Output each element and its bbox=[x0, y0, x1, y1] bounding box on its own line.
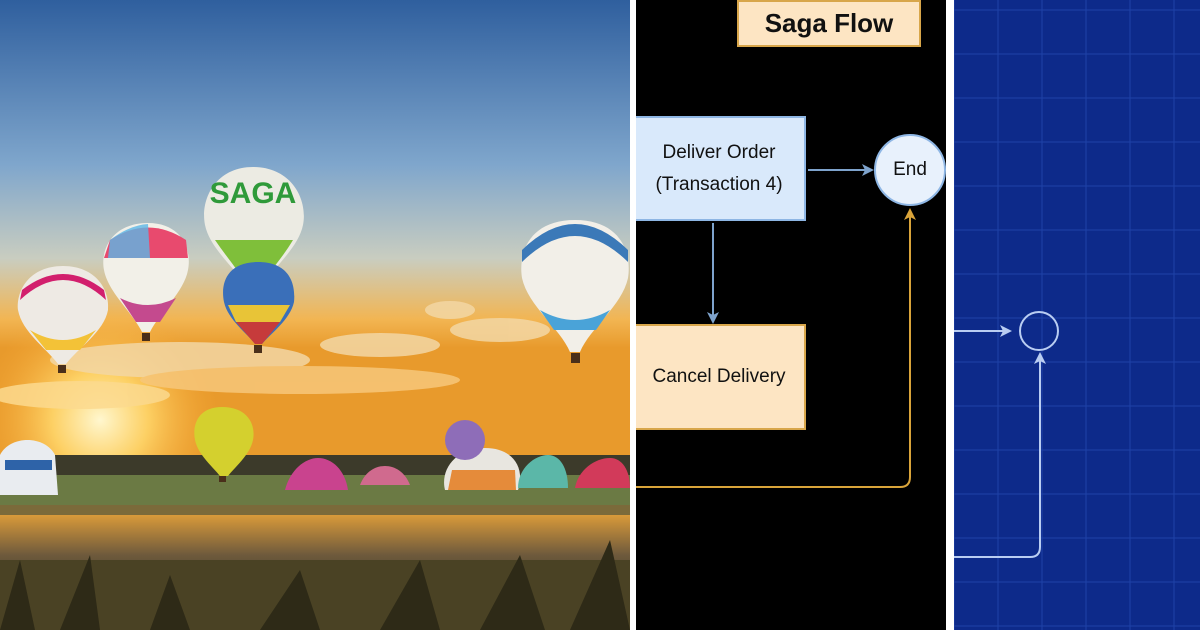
ground-balloons bbox=[0, 420, 630, 495]
end-label: End bbox=[893, 159, 927, 180]
saga-balloon-text: SAGA bbox=[210, 177, 297, 210]
blueprint-panel bbox=[954, 0, 1200, 630]
balloon-striped bbox=[223, 262, 295, 353]
cancel-delivery-node: Cancel Delivery bbox=[636, 324, 806, 430]
balloon-scene: SAGA bbox=[0, 0, 630, 630]
balloon-magenta bbox=[17, 266, 109, 373]
blueprint-arrow-up bbox=[954, 352, 1046, 558]
blueprint-grid bbox=[954, 0, 1200, 630]
arrow-compensation-to-end bbox=[636, 208, 916, 488]
diagram-title: Saga Flow bbox=[737, 0, 921, 47]
balloon-rainbow bbox=[103, 223, 189, 341]
balloon-photo: SAGA bbox=[0, 0, 630, 630]
cancel-delivery-label: Cancel Delivery bbox=[652, 366, 786, 387]
deliver-order-node: Deliver Order (Transaction 4) bbox=[636, 116, 806, 221]
balloon-yellow bbox=[194, 407, 254, 482]
blueprint-graphic bbox=[954, 0, 1200, 630]
saga-flow-diagram: Saga Flow Deliver Order (Transaction 4) … bbox=[636, 0, 946, 630]
deliver-order-transaction: (Transaction 4) bbox=[655, 173, 783, 195]
flow-connectors bbox=[636, 164, 916, 488]
panel-divider-right bbox=[946, 0, 954, 630]
clouds bbox=[0, 301, 550, 409]
balloon-saga: SAGA bbox=[204, 167, 304, 301]
balloon-blue-white bbox=[521, 220, 629, 363]
diagram-title-text: Saga Flow bbox=[764, 8, 894, 38]
panel-divider-left bbox=[630, 0, 636, 630]
grass-blades bbox=[0, 540, 630, 630]
blueprint-circle bbox=[1019, 311, 1059, 351]
deliver-order-label: Deliver Order bbox=[662, 141, 776, 163]
end-node: End bbox=[874, 134, 946, 206]
